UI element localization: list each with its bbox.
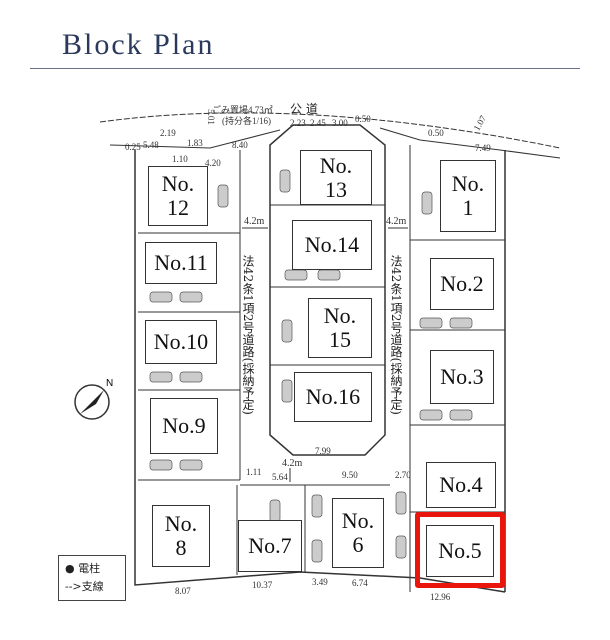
stay-wire-arrow-icon: --> — [65, 580, 82, 593]
lot-no6[interactable]: No. 6 — [332, 498, 384, 568]
road-width-label: 4.2m — [244, 216, 265, 227]
lot-no16[interactable]: No.16 — [294, 372, 372, 422]
dimension-label: 9.50 — [342, 470, 358, 480]
legend-stay-label: 支線 — [81, 580, 104, 593]
lot-no15[interactable]: No. 15 — [308, 298, 372, 358]
dimension-label: 0.25 — [125, 142, 141, 152]
lot-no1[interactable]: No. 1 — [440, 160, 496, 232]
road-width-label: 4.2m — [282, 458, 303, 469]
svg-text:N: N — [106, 378, 113, 389]
dimension-label: 0.50 — [428, 128, 444, 138]
dimension-label: 5.48 — [143, 140, 159, 150]
utility-pole-icon: ● — [65, 562, 75, 575]
dimension-label: 3.49 — [312, 577, 328, 587]
page-title: Block Plan — [62, 28, 215, 61]
dimension-label: 3.00 — [332, 118, 348, 128]
dimension-label: 5.01 — [205, 109, 216, 125]
dimension-label: 1.10 — [172, 154, 188, 164]
dimension-label: 7.49 — [475, 143, 491, 153]
road-boundary-left — [109, 129, 281, 149]
dimension-label: 1.11 — [246, 467, 262, 477]
lot-no4[interactable]: No.4 — [426, 462, 496, 508]
lot-no2[interactable]: No.2 — [430, 258, 494, 310]
title-divider — [30, 68, 580, 69]
dimension-label: 2.70 — [395, 470, 411, 480]
lot-no5[interactable]: No.5 — [426, 525, 494, 577]
compass-icon: N — [74, 378, 113, 420]
legend-pole: ● 電柱 — [65, 560, 119, 578]
selected-lot-highlight — [415, 512, 505, 588]
dimension-label: 12.96 — [430, 592, 451, 602]
lot-no12[interactable]: No. 12 — [148, 166, 208, 226]
parking-car-icons — [149, 169, 473, 563]
dimension-label: 7.99 — [315, 446, 331, 456]
road-boundary-right — [379, 127, 561, 159]
legend-pole-label: 電柱 — [78, 562, 101, 575]
private-road-left-label: 法42条1項2号道路(採納予定) — [241, 255, 255, 415]
legend-stay: -->支線 — [65, 578, 119, 596]
lot-no9[interactable]: No.9 — [150, 398, 218, 454]
lot-no8[interactable]: No. 8 — [152, 505, 210, 567]
lot-no7[interactable]: No.7 — [238, 520, 302, 572]
lot-no13[interactable]: No. 13 — [300, 150, 372, 205]
dimension-label: 6.74 — [352, 578, 368, 588]
dimension-label: 8.40 — [232, 140, 248, 150]
lot-no11[interactable]: No.11 — [145, 242, 217, 284]
public-road-edge — [99, 112, 561, 149]
dimension-label: 4.20 — [205, 158, 221, 168]
road-width-label: 4.2m — [386, 216, 407, 227]
dimension-label: 2.19 — [160, 128, 176, 138]
private-road-right-label: 法42条1項2号道路(採納予定) — [389, 255, 403, 415]
legend: ● 電柱 -->支線 — [58, 555, 126, 601]
dimension-label: 1.83 — [187, 138, 203, 148]
garbage-share-label: (持分各1/16) — [222, 116, 271, 126]
site-outline-west-south — [134, 150, 506, 593]
dimension-label: 5.64 — [272, 472, 288, 482]
center-block-outline — [269, 124, 386, 456]
public-road-label: 公 道 — [290, 102, 318, 116]
lot-no3[interactable]: No.3 — [430, 350, 494, 404]
dimension-label: 8.07 — [175, 586, 191, 596]
garbage-area-label: ごみ置場4.73㎡ — [212, 105, 273, 115]
dimension-label: 10.37 — [252, 580, 273, 590]
dimension-label: 2.23 — [290, 118, 306, 128]
lot-no10[interactable]: No.10 — [145, 320, 217, 364]
dimension-label: 2.45 — [310, 118, 326, 128]
dimension-label: 0.50 — [355, 114, 371, 124]
lot-no14[interactable]: No.14 — [292, 220, 372, 270]
